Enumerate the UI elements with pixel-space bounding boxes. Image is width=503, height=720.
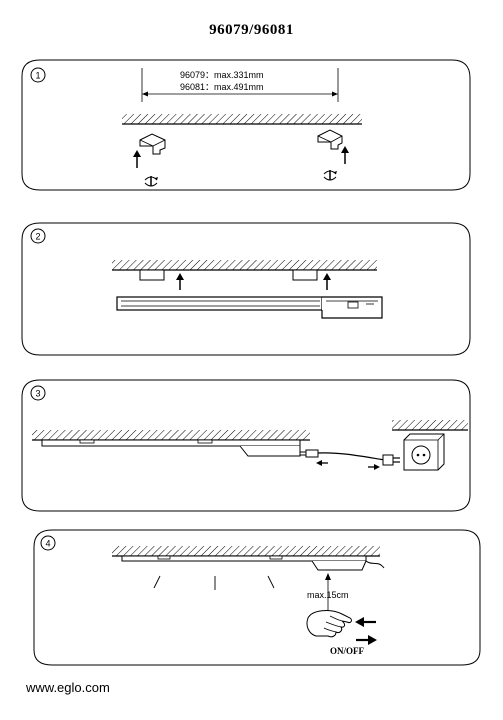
up-arrow-head-icon bbox=[341, 146, 349, 153]
right-arrow-head-icon bbox=[374, 464, 380, 470]
dimension-label-96081: 96081：max.491mm bbox=[180, 82, 264, 92]
on-off-label: ON/OFF bbox=[330, 646, 364, 656]
wall-hatch bbox=[392, 420, 468, 430]
ceiling-hatch bbox=[112, 260, 377, 270]
step-1-frame bbox=[21, 59, 471, 191]
step-2-number: 2 bbox=[35, 232, 40, 242]
installed-clip-right bbox=[292, 269, 318, 281]
page-title: 96079/96081 bbox=[209, 22, 294, 38]
step-3-badge bbox=[30, 385, 46, 401]
hand-icon bbox=[306, 610, 352, 638]
step-1-badge bbox=[30, 67, 46, 83]
step-2-panel: 2 bbox=[21, 222, 471, 356]
ceiling-hatch bbox=[122, 114, 362, 124]
step-2-badge bbox=[30, 228, 46, 244]
up-arrow-head-icon bbox=[323, 273, 331, 280]
right-arrow-head-icon bbox=[368, 635, 377, 645]
power-cable bbox=[317, 452, 386, 461]
dimension-arrow-right bbox=[332, 91, 338, 97]
up-arrow-head-icon bbox=[176, 273, 184, 280]
step-3-frame bbox=[21, 379, 471, 512]
step-4-number: 4 bbox=[45, 539, 50, 549]
step-4-frame bbox=[33, 529, 481, 666]
step-4-badge bbox=[40, 535, 56, 551]
left-arrow-head-icon bbox=[355, 617, 364, 627]
light-bar bbox=[116, 296, 383, 319]
mounting-clip-left bbox=[139, 133, 166, 155]
step-1-panel: 1 96079：max.331mm 96081：max.491mm bbox=[21, 59, 471, 191]
up-arrow-head-icon bbox=[133, 150, 141, 157]
installed-clip-left bbox=[139, 269, 165, 281]
light-ray bbox=[153, 575, 161, 589]
step-3-panel: 3 bbox=[21, 379, 471, 512]
dimension-label-96079: 96079：max.331mm bbox=[180, 70, 264, 80]
left-arrow-head-icon bbox=[316, 460, 322, 466]
mains-plug bbox=[382, 454, 400, 466]
ceiling-hatch bbox=[112, 546, 380, 556]
wall-socket-icon bbox=[403, 433, 445, 471]
website-link[interactable]: www.eglo.com bbox=[26, 680, 110, 695]
screw-icon bbox=[144, 176, 158, 187]
ceiling-hatch bbox=[32, 430, 310, 440]
dimension-arrow-left bbox=[142, 91, 148, 97]
step-4-panel: 4 max.15cm bbox=[33, 529, 481, 666]
screw-icon bbox=[323, 170, 337, 181]
mounted-light-bar bbox=[121, 555, 385, 571]
mounted-light-bar bbox=[41, 439, 301, 457]
power-plug bbox=[300, 449, 319, 458]
mounting-clip-right bbox=[317, 129, 343, 150]
step-3-number: 3 bbox=[35, 389, 40, 399]
distance-arrow-icon bbox=[325, 573, 331, 580]
light-ray bbox=[267, 575, 275, 589]
step-1-number: 1 bbox=[35, 71, 40, 81]
step-2-frame bbox=[21, 222, 471, 356]
max-distance-label: max.15cm bbox=[307, 590, 349, 600]
